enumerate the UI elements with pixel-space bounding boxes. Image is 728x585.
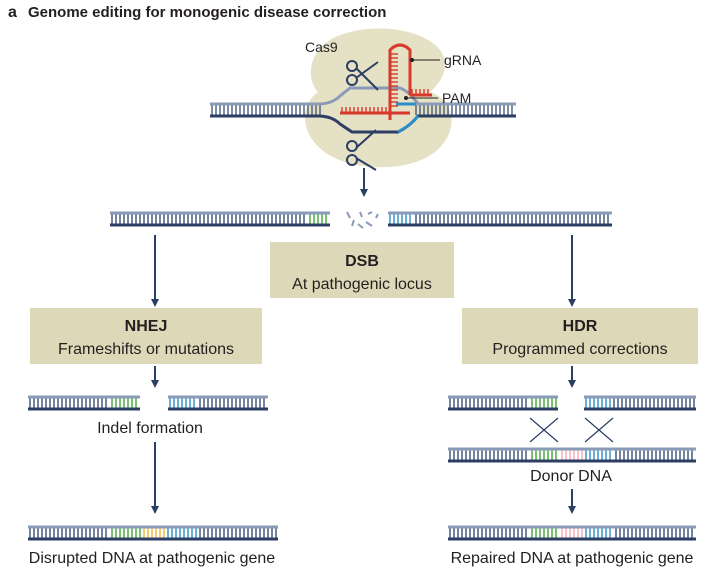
nhej-broken-dna <box>28 395 268 411</box>
grna-rungs <box>341 53 432 113</box>
repaired-segment <box>448 525 530 541</box>
dsb-dna-segment <box>110 211 308 227</box>
donor-segment <box>560 447 584 463</box>
hdr-mid-segment <box>530 395 558 411</box>
cas9-complex: Cas9 gRNA PAM <box>210 28 516 171</box>
nhej-mid-segment <box>168 395 198 411</box>
nhej-mid-segment <box>198 395 268 411</box>
nhej-subtitle: Frameshifts or mutations <box>58 341 234 358</box>
donor-segment <box>584 447 614 463</box>
pam-label: PAM <box>442 90 471 106</box>
dsb-dna <box>110 211 612 227</box>
nhej-mid-segment <box>28 395 110 411</box>
break-fragments <box>346 211 379 229</box>
panel-title: Genome editing for monogenic disease cor… <box>28 4 386 21</box>
repaired-dna <box>448 525 696 541</box>
crossover-marks <box>529 417 614 443</box>
nhej-title: NHEJ <box>125 318 168 335</box>
donor-segment <box>614 447 696 463</box>
cas9-protein-shape <box>304 28 452 168</box>
repaired-caption: Repaired DNA at pathogenic gene <box>451 550 694 567</box>
donor-segment <box>448 447 530 463</box>
hdr-mid-segment <box>448 395 530 411</box>
donor-caption: Donor DNA <box>530 468 612 485</box>
cas9-label: Cas9 <box>305 39 338 55</box>
disrupted-dna <box>28 525 278 541</box>
hdr-title: HDR <box>563 318 598 335</box>
donor-segment <box>530 447 560 463</box>
indel-caption: Indel formation <box>97 420 203 437</box>
dsb-title: DSB <box>345 253 379 270</box>
hdr-mid-segment <box>612 395 696 411</box>
dsb-dna-segment <box>388 211 414 227</box>
nhej-box <box>30 308 262 364</box>
disrupted-segment <box>166 525 198 541</box>
disrupted-segment <box>198 525 278 541</box>
repaired-segment <box>560 525 584 541</box>
repaired-segment <box>584 525 614 541</box>
repaired-segment <box>530 525 560 541</box>
panel-letter: a <box>8 4 17 21</box>
grna-hairpin <box>388 43 412 120</box>
disrupted-segment <box>110 525 142 541</box>
nhej-mid-segment <box>110 395 140 411</box>
dsb-subtitle: At pathogenic locus <box>292 276 432 293</box>
scissors-bottom-icon <box>346 129 377 171</box>
dsb-dna-segment <box>308 211 330 227</box>
grna-label: gRNA <box>444 52 482 68</box>
hdr-mid-segment <box>584 395 612 411</box>
disrupted-segment <box>142 525 166 541</box>
dsb-dna-segment <box>414 211 612 227</box>
disrupted-segment <box>28 525 110 541</box>
repaired-segment <box>614 525 696 541</box>
dsb-box <box>270 242 454 298</box>
hdr-subtitle: Programmed corrections <box>492 341 667 358</box>
disrupted-caption: Disrupted DNA at pathogenic gene <box>29 550 275 567</box>
scissors-top-icon <box>346 60 379 91</box>
hdr-broken-dna <box>448 395 696 411</box>
hdr-box <box>462 308 698 364</box>
donor-dna <box>448 447 696 463</box>
